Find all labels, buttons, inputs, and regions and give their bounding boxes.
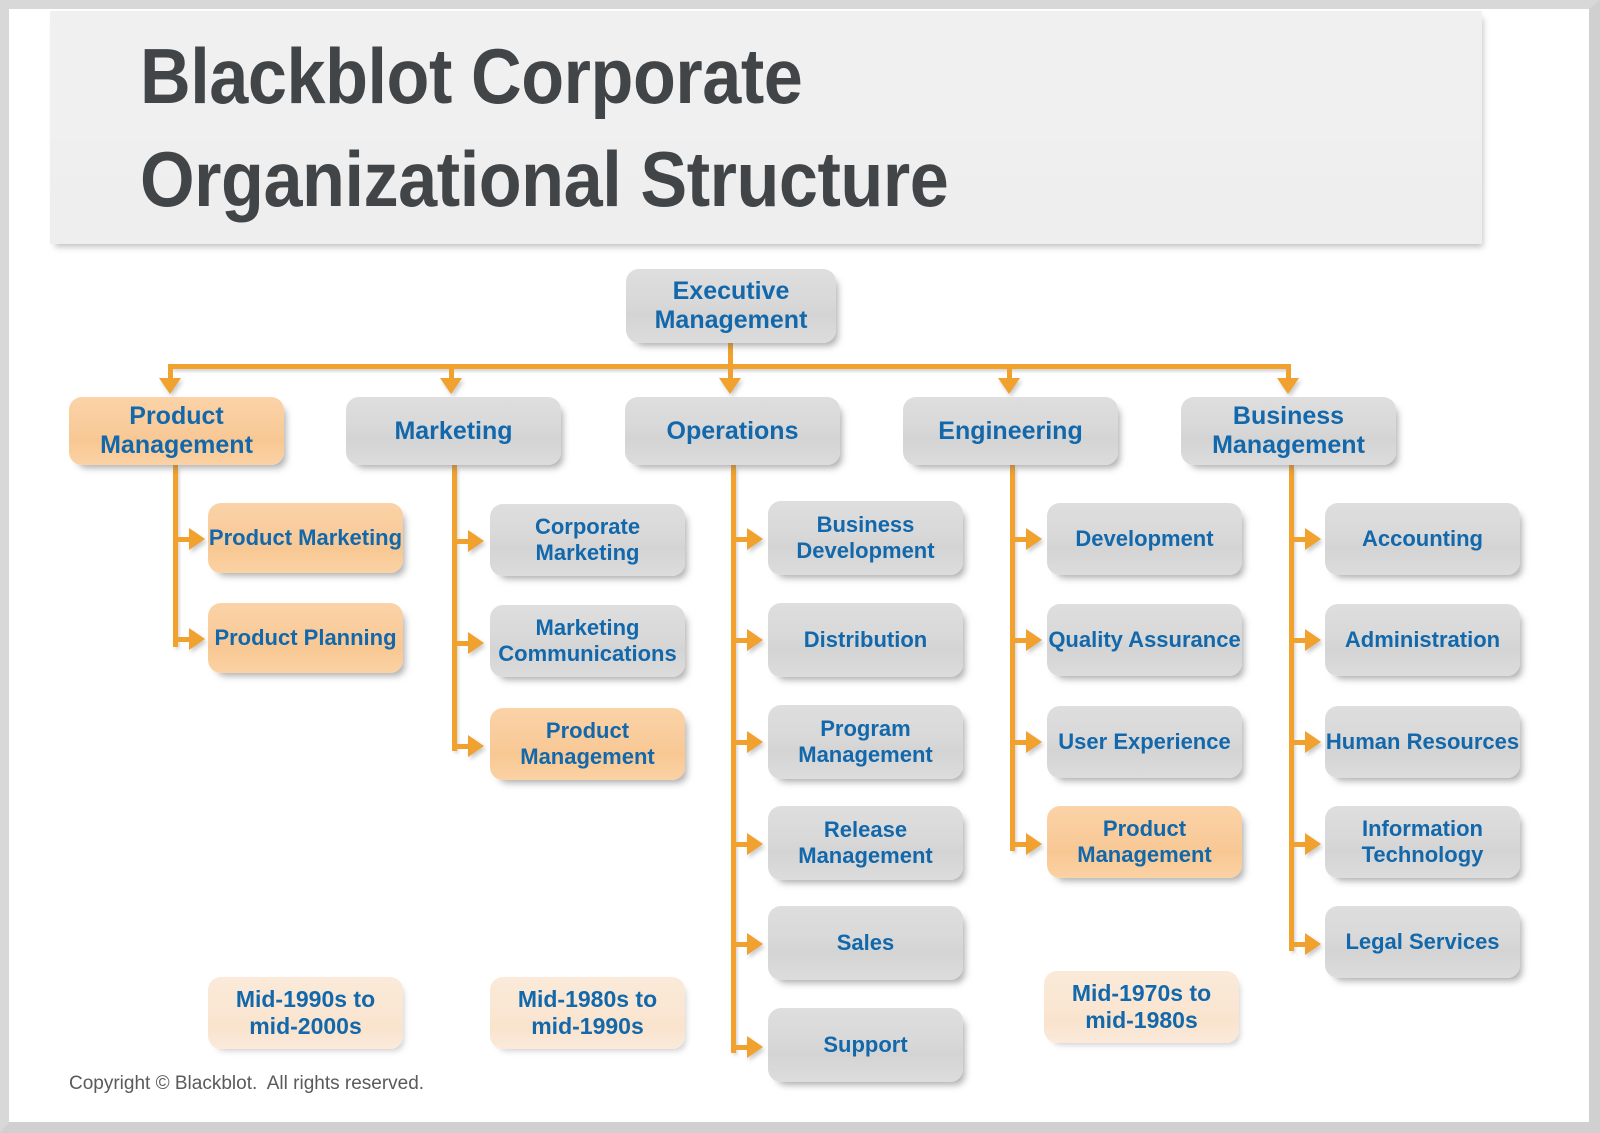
- connector-branch-product-marketing: [173, 537, 191, 542]
- connector-branch-information-technology: [1289, 842, 1307, 847]
- title-banner: Blackblot Corporate Organizational Struc…: [50, 11, 1482, 244]
- arrow-down-business-management: [1277, 378, 1299, 394]
- copyright-text: Copyright © Blackblot. All rights reserv…: [69, 1073, 425, 1094]
- node-sales[interactable]: Sales: [768, 906, 963, 980]
- arrow-right-marketing-communications: [468, 632, 484, 654]
- connector-trunk-operations: [731, 465, 736, 1053]
- node-engineering-product-management[interactable]: Product Management: [1047, 806, 1242, 878]
- node-accounting[interactable]: Accounting: [1325, 503, 1520, 575]
- slide-canvas: Blackblot Corporate Organizational Struc…: [9, 9, 1589, 1122]
- node-release-management[interactable]: Release Management: [768, 806, 963, 880]
- node-information-technology[interactable]: Information Technology: [1325, 806, 1520, 878]
- arrow-right-business-development: [747, 528, 763, 550]
- arrow-right-development: [1026, 528, 1042, 550]
- connector-root-stub: [728, 343, 733, 367]
- connector-trunk-engineering: [1010, 465, 1015, 851]
- connector-branch-user-experience: [1010, 740, 1028, 745]
- node-distribution[interactable]: Distribution: [768, 603, 963, 677]
- node-business-development[interactable]: Business Development: [768, 501, 963, 575]
- connector-branch-marketing-product-management: [452, 744, 470, 749]
- connector-branch-marketing-communications: [452, 641, 470, 646]
- node-operations[interactable]: Operations: [625, 397, 840, 465]
- arrow-right-release-management: [747, 833, 763, 855]
- node-engineering[interactable]: Engineering: [903, 397, 1118, 465]
- node-business-management[interactable]: Business Management: [1181, 397, 1396, 465]
- connector-branch-corporate-marketing: [452, 539, 470, 544]
- connector-drop-operations: [728, 364, 733, 380]
- arrow-right-program-management: [747, 731, 763, 753]
- arrow-right-accounting: [1305, 528, 1321, 550]
- connector-branch-program-management: [731, 740, 749, 745]
- arrow-down-marketing: [440, 378, 462, 394]
- node-corporate-marketing[interactable]: Corporate Marketing: [490, 504, 685, 576]
- node-marketing-product-management[interactable]: Product Management: [490, 708, 685, 780]
- connector-branch-administration: [1289, 638, 1307, 643]
- arrow-right-user-experience: [1026, 731, 1042, 753]
- node-administration[interactable]: Administration: [1325, 604, 1520, 676]
- connector-branch-quality-assurance: [1010, 638, 1028, 643]
- era-label-mid-1980s: Mid-1980s to mid-1990s: [490, 977, 685, 1049]
- arrow-right-administration: [1305, 629, 1321, 651]
- arrow-down-operations: [719, 378, 741, 394]
- connector-trunk-product-management: [173, 465, 178, 647]
- arrow-down-engineering: [998, 378, 1020, 394]
- arrow-right-product-marketing: [189, 528, 205, 550]
- node-executive-management[interactable]: Executive Management: [626, 269, 836, 343]
- node-product-management[interactable]: Product Management: [69, 397, 284, 465]
- arrow-right-distribution: [747, 629, 763, 651]
- arrow-right-human-resources: [1305, 731, 1321, 753]
- connector-branch-product-planning: [173, 637, 191, 642]
- node-program-management[interactable]: Program Management: [768, 705, 963, 779]
- connector-trunk-business-management: [1289, 465, 1294, 951]
- connector-branch-human-resources: [1289, 740, 1307, 745]
- connector-drop-engineering: [1007, 364, 1012, 380]
- node-legal-services[interactable]: Legal Services: [1325, 906, 1520, 978]
- connector-branch-sales: [731, 942, 749, 947]
- era-label-mid-1970s: Mid-1970s to mid-1980s: [1044, 971, 1239, 1043]
- arrow-right-information-technology: [1305, 833, 1321, 855]
- connector-branch-support: [731, 1045, 749, 1050]
- node-product-planning[interactable]: Product Planning: [208, 603, 403, 673]
- connector-drop-pm: [168, 364, 173, 380]
- connector-branch-distribution: [731, 638, 749, 643]
- connector-branch-accounting: [1289, 537, 1307, 542]
- node-marketing-communications[interactable]: Marketing Communications: [490, 605, 685, 677]
- arrow-right-corporate-marketing: [468, 530, 484, 552]
- node-product-marketing[interactable]: Product Marketing: [208, 503, 403, 573]
- connector-drop-marketing: [449, 364, 454, 380]
- connector-branch-legal-services: [1289, 942, 1307, 947]
- arrow-right-support: [747, 1036, 763, 1058]
- arrow-right-legal-services: [1305, 933, 1321, 955]
- arrow-right-marketing-product-management: [468, 735, 484, 757]
- node-development[interactable]: Development: [1047, 503, 1242, 575]
- arrow-right-engineering-product-management: [1026, 833, 1042, 855]
- connector-branch-business-development: [731, 537, 749, 542]
- page-title: Blackblot Corporate Organizational Struc…: [140, 32, 949, 223]
- node-user-experience[interactable]: User Experience: [1047, 706, 1242, 778]
- node-support[interactable]: Support: [768, 1008, 963, 1082]
- connector-drop-business-management: [1286, 364, 1291, 380]
- era-label-mid-1990s: Mid-1990s to mid-2000s: [208, 977, 403, 1049]
- arrow-down-product-management: [159, 378, 181, 394]
- connector-branch-engineering-product-management: [1010, 842, 1028, 847]
- node-human-resources[interactable]: Human Resources: [1325, 706, 1520, 778]
- arrow-right-product-planning: [189, 628, 205, 650]
- connector-branch-development: [1010, 537, 1028, 542]
- arrow-right-quality-assurance: [1026, 629, 1042, 651]
- connector-trunk-marketing: [452, 465, 457, 751]
- node-marketing[interactable]: Marketing: [346, 397, 561, 465]
- arrow-right-sales: [747, 933, 763, 955]
- node-quality-assurance[interactable]: Quality Assurance: [1047, 604, 1242, 676]
- connector-branch-release-management: [731, 842, 749, 847]
